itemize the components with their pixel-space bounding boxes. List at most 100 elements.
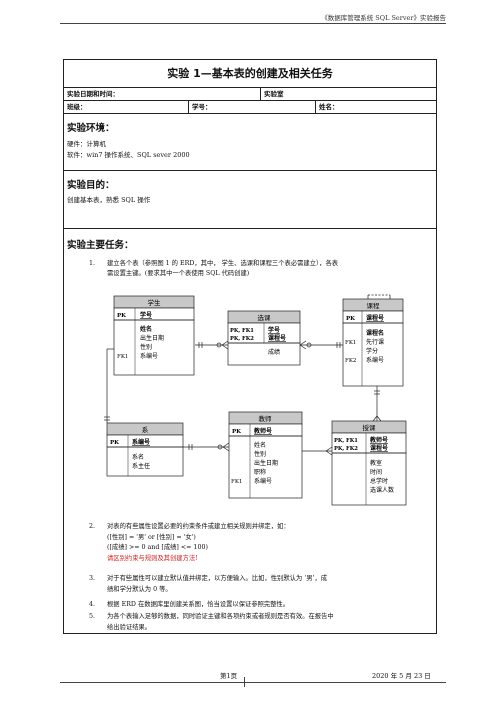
pk-field: 学号	[140, 311, 152, 319]
crow-foot	[325, 450, 333, 456]
task-4: 4. 根据 ERD 在数据库里创建关系图，恰当设置以保证参照完整性。	[89, 600, 434, 611]
task-1: 1. 建立各个表（参照图 1 的 ERD，其中， 学生、选课和课程三个表必需建立…	[89, 259, 434, 281]
student-id-label: 学号：	[192, 103, 212, 111]
field: 系主任	[132, 462, 150, 470]
footer-divider	[244, 677, 245, 687]
task-text: ([性别] = '男' or [性别] = '女')	[107, 533, 196, 541]
entity-enroll: 选课 PK, FK1 PK, FK2 学号 课程号 成绩	[227, 310, 301, 366]
field: 课程名	[366, 329, 384, 337]
field: 性别	[254, 450, 266, 458]
task-text: 为各个表输入足够的数据，同时验证主键和各项约束或者规则是否有效。在报告中	[107, 613, 334, 620]
pk-tag: PK, FK2	[230, 336, 254, 342]
field: 学分	[366, 347, 378, 355]
task-text: 建立各个表（参照图 1 的 ERD，其中， 学生、选课和课程三个表必需建立），各…	[107, 260, 339, 267]
pk-tag: PK	[346, 316, 355, 322]
task-text: 给出验证结果。	[107, 623, 152, 631]
title-row: 实验 1—基本表的创建及相关任务	[64, 60, 436, 88]
entity-course: 课程 PK 课程号 课程名 先行课 学分 系编号 FK1 FK2	[342, 298, 404, 387]
task-number: 4.	[89, 601, 96, 608]
entity-title: 课程	[367, 301, 381, 310]
field: 姓名	[139, 325, 152, 333]
software-text: 软件：win7 操作系统、SQL sever 2000	[67, 151, 190, 159]
fk-tag: FK2	[345, 358, 356, 364]
pk-tag: PK	[232, 429, 241, 435]
pk-field: 系编号	[132, 438, 150, 446]
relationship-lines	[104, 294, 391, 456]
task-text: 需设置主键。(要求其中一个表使用 SQL 代码创建)	[107, 270, 250, 277]
field-block	[342, 322, 404, 387]
report-table: 实验 1—基本表的创建及相关任务 实验日期和时间： 实验室 班级： 学号： 姓名…	[63, 59, 437, 634]
divider	[260, 88, 261, 100]
task-text: 对于有些属性可以建立默认值并绑定，以方便输入。比如，性别默认为 ‘男’，成	[107, 575, 328, 582]
divider	[188, 101, 189, 113]
field: 成绩	[268, 348, 280, 356]
task-3: 3. 对于有些属性可以建立默认值并绑定，以方便输入。比如，性别默认为 ‘男’，成…	[89, 574, 434, 596]
date-row: 实验日期和时间： 实验室	[64, 88, 436, 101]
field: 系编号	[254, 477, 272, 485]
entity-teach: 授课 PK, FK1 PK, FK2 教师号 课程号 教室 时间 总学时 选课人…	[331, 420, 407, 506]
entity-title: 教师	[259, 414, 273, 423]
crow-foot	[221, 340, 229, 346]
crow-foot	[376, 415, 382, 422]
task-5: 5. 为各个表输入足够的数据，同时验证主键和各项约束或者规则是否有效。在报告中 …	[89, 612, 434, 634]
field: 系编号	[140, 352, 158, 360]
task-text: 对表的有些属性设置必要的约束条件或建立相关规则并绑定，如：	[107, 523, 290, 530]
task-number: 1.	[89, 260, 96, 267]
task-text: ([成绩] >= 0 and [成绩] <= 100)	[107, 544, 208, 551]
task-number: 3.	[89, 575, 96, 582]
report-title: 实验 1—基本表的创建及相关任务	[167, 67, 333, 80]
pk-field: 教师号	[369, 436, 388, 444]
field: 教室	[370, 459, 382, 467]
report-date: 2020 年 5 月 23 日	[372, 672, 431, 680]
zero-mark	[217, 444, 223, 450]
page-number: 第1页	[220, 672, 238, 680]
zero-mark	[216, 342, 222, 348]
footer-rule	[60, 682, 446, 683]
crow-foot	[299, 340, 307, 346]
class-label: 班级：	[67, 103, 87, 111]
pk-field: 课程号	[268, 334, 286, 342]
field: 出生日期	[254, 459, 278, 467]
fk-tag: FK1	[345, 340, 356, 346]
pk-field: 学号	[268, 326, 280, 334]
entity-title: 系	[142, 425, 149, 434]
field-block	[106, 446, 184, 477]
field: 总学时	[370, 477, 388, 485]
crow-foot	[325, 446, 333, 452]
pk-tag: PK, FK1	[334, 438, 358, 444]
task-note: 请区别约束与规则及其创建方法!	[107, 554, 198, 562]
field: 系编号	[366, 356, 384, 364]
purpose-text: 创建基本表，熟悉 SQL 操作	[67, 196, 151, 204]
student-info-row: 班级： 学号： 姓名：	[64, 101, 436, 114]
field: 性别	[140, 343, 152, 351]
tasks-heading: 实验主要任务：	[67, 240, 134, 251]
task-number: 5.	[89, 613, 96, 620]
environment-section: 实验环境： 硬件：计算机 软件：win7 操作系统、SQL sever 2000	[64, 114, 436, 171]
entity-teacher: 教师 PK 教师号 姓名 性别 出生日期 职称 系编号 FK1	[228, 411, 303, 499]
field: 出生日期	[140, 334, 164, 342]
name-label: 姓名：	[319, 103, 339, 111]
entity-title: 授课	[363, 423, 377, 432]
zero-mark	[306, 342, 312, 348]
erd-diagram: 学生 PK 学号 姓名 出生日期 性别 系编号 FK1 选课 PK, FK1 P…	[104, 294, 407, 506]
crow-foot	[221, 344, 229, 350]
tasks-section: 实验主要任务： 1. 建立各个表（参照图 1 的 ERD，其中， 学生、选课和课…	[64, 229, 436, 635]
hardware-text: 硬件：计算机	[67, 140, 106, 148]
entity-student: 学生 PK 学号 姓名 出生日期 性别 系编号 FK1	[113, 295, 195, 376]
pk-field: 课程号	[370, 444, 388, 452]
divider	[315, 101, 316, 113]
page-header: 《数据库管理系统 SQL Server》实验报告	[321, 14, 446, 22]
crow-foot	[222, 442, 230, 448]
pk-row	[113, 307, 195, 321]
entity-dept: 系 PK 系编号 系名 系主任	[106, 422, 184, 477]
field: 选课人数	[370, 486, 394, 494]
pk-tag: PK, FK1	[230, 328, 254, 334]
crow-foot	[222, 446, 230, 452]
pk-field: 课程号	[366, 314, 384, 322]
field-block	[113, 319, 195, 376]
fk-tag: FK1	[231, 479, 242, 485]
environment-heading: 实验环境：	[67, 123, 115, 134]
field: 职称	[254, 468, 266, 476]
crow-foot	[372, 415, 378, 422]
pk-tag: PK	[117, 313, 126, 319]
